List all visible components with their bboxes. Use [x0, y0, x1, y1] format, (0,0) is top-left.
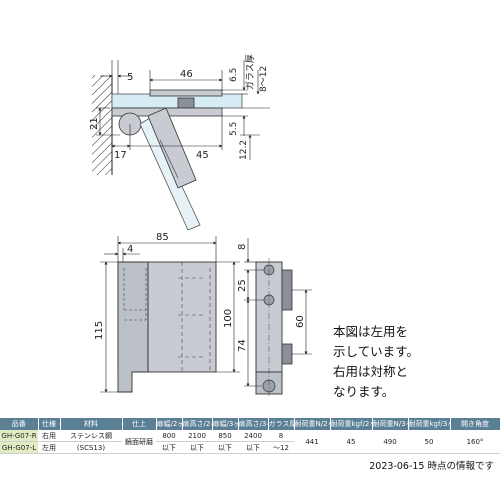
dim-25: 25: [237, 279, 248, 292]
part-code-right: GH-G07-R: [0, 430, 38, 442]
dim-21: 21: [89, 117, 100, 130]
part-code-left: GH-G07-L: [0, 441, 38, 454]
note-line-1: 本図は左用を: [333, 324, 409, 339]
dim-100: 100: [223, 309, 234, 328]
dim-4: 4: [127, 244, 133, 255]
door-width-2-value: 800: [156, 430, 182, 442]
dim-6-5: 6.5: [229, 68, 239, 82]
header-door-width-2: 扉幅/2ヶ: [156, 418, 183, 430]
dim-8: 8: [237, 244, 248, 250]
hinge-front-flange: [117, 261, 149, 393]
glass-thickness-range: 8～12: [259, 66, 269, 92]
load-kgf-2-value: 45: [330, 430, 372, 454]
hinge-side-pad-bottom: [281, 343, 293, 365]
header-load-n-3: 耐荷重N/3ヶ: [372, 418, 409, 430]
glass-value: 8: [268, 430, 294, 442]
door-height-3-unit: 以下: [238, 441, 268, 454]
dim-17: 17: [114, 150, 127, 161]
header-door-height-3: 扉高さ/3ヶ: [238, 418, 269, 430]
spec-header-row: 品番 仕様 材料 仕上 扉幅/2ヶ 扉高さ/2ヶ 扉幅/3ヶ 扉高さ/3ヶ ガラ…: [0, 418, 500, 430]
front-view: 85 4 115 100: [94, 232, 312, 398]
glass-range: ～12: [268, 441, 294, 454]
header-spec: 仕様: [38, 418, 61, 430]
door-hinge-swing: [147, 107, 197, 189]
hinge-plate-top: [149, 89, 223, 97]
header-angle: 開き角度: [450, 418, 500, 430]
material-grade: (SCS13): [60, 441, 122, 454]
dim-5: 5: [127, 72, 133, 83]
note-line-3: 右用は対称と: [333, 364, 409, 379]
header-glass: ガラス厚: [268, 418, 295, 430]
note-line-4: なります。: [333, 384, 395, 399]
drawing-note: 本図は左用を 示しています。 右用は対称と なります。: [333, 322, 483, 402]
header-material: 材料: [60, 418, 123, 430]
header-door-width-3: 扉幅/3ヶ: [212, 418, 239, 430]
dim-60: 60: [295, 315, 306, 328]
dim-85: 85: [156, 232, 169, 243]
door-height-3-value: 2400: [238, 430, 268, 442]
header-door-height-2: 扉高さ/2ヶ: [182, 418, 213, 430]
door-width-2-unit: 以下: [156, 441, 182, 454]
technical-drawing: 5 46 6.5 ガラス厚 8～12 21 17 45 5.5: [89, 54, 312, 398]
door-width-3-unit: 以下: [212, 441, 238, 454]
angle-value: 160°: [450, 430, 500, 454]
hinge-screw-top: [177, 97, 195, 109]
spec-table: 品番 仕様 材料 仕上 扉幅/2ヶ 扉高さ/2ヶ 扉幅/3ヶ 扉高さ/3ヶ ガラ…: [0, 418, 500, 454]
material-name: ステンレス鋼: [60, 430, 122, 442]
header-part-no: 品番: [0, 418, 39, 430]
dim-115: 115: [94, 321, 105, 340]
load-n-2-value: 441: [294, 430, 330, 454]
hinge-side-pad-top: [281, 269, 293, 311]
dim-74: 74: [237, 339, 248, 352]
date-note: 2023-06-15 時点の情報です: [369, 461, 494, 472]
header-load-n-2: 耐荷重N/2ヶ: [294, 418, 331, 430]
header-load-kgf-3: 耐荷重kgf/3ヶ: [408, 418, 451, 430]
dim-46: 46: [180, 69, 193, 80]
dim-12-2: 12.2: [239, 140, 249, 160]
finish-value: 鏡面研磨: [122, 430, 156, 454]
top-view: 5 46 6.5 ガラス厚 8～12 21 17 45 5.5: [89, 54, 270, 231]
door-height-2-unit: 以下: [182, 441, 212, 454]
dim-5-5: 5.5: [229, 122, 239, 136]
spec-right: 右用: [38, 430, 60, 442]
load-kgf-3-value: 50: [408, 430, 450, 454]
load-n-3-value: 490: [372, 430, 408, 454]
note-line-2: 示しています。: [333, 344, 419, 359]
wall-hatch-top: [92, 75, 112, 175]
door-height-2-value: 2100: [182, 430, 212, 442]
dim-45: 45: [196, 150, 209, 161]
door-width-3-value: 850: [212, 430, 238, 442]
glass-thickness-label: ガラス厚: [245, 54, 256, 90]
table-row: GH-G07-R 右用 ステンレス鋼 鏡面研磨 800 2100 850 240…: [0, 430, 500, 454]
table-row: GH-G07-L 左用 (SCS13) 以下 以下 以下 以下 ～12: [0, 441, 500, 454]
header-finish: 仕上: [122, 418, 157, 430]
header-load-kgf-2: 耐荷重kgf/2ヶ: [330, 418, 373, 430]
spec-left: 左用: [38, 441, 60, 454]
